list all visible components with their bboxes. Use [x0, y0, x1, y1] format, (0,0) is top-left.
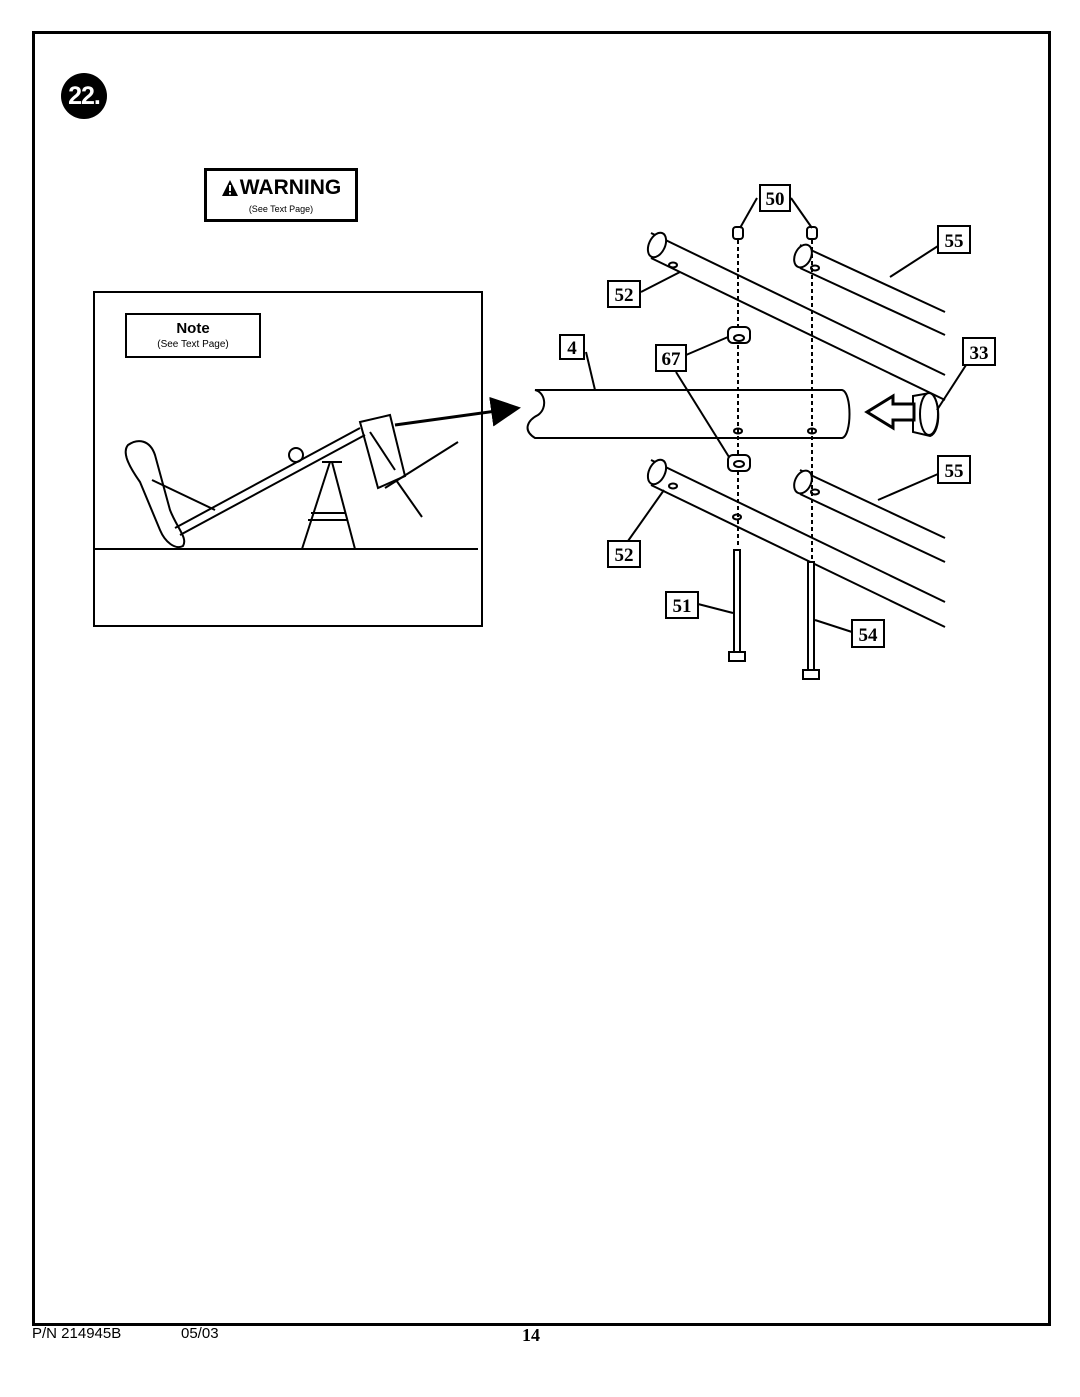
exploded-view — [526, 197, 969, 680]
warning-triangle-icon — [221, 180, 238, 196]
svg-text:52: 52 — [615, 545, 634, 566]
seat-right — [358, 413, 459, 518]
a-frame-stand — [301, 461, 356, 550]
seesaw-beam — [174, 427, 366, 536]
svg-text:52: 52 — [615, 285, 634, 306]
warning-label: WARNING (See Text Page) — [204, 168, 358, 222]
note-label: Note (See Text Page) — [125, 313, 261, 358]
step-number-badge: 22. — [61, 73, 107, 119]
callout-50: 50 — [759, 184, 791, 212]
lock-nut-right — [806, 226, 818, 240]
callout-4: 4 — [559, 334, 585, 360]
footer-date: 05/03 — [181, 1325, 219, 1342]
note-title: Note — [176, 320, 210, 337]
svg-text:67: 67 — [662, 349, 682, 370]
seesaw-scene — [95, 396, 521, 550]
tube-4 — [526, 389, 851, 439]
callout-52-top: 52 — [607, 280, 641, 308]
callout-54: 54 — [851, 619, 885, 648]
spacer-67-top — [727, 326, 751, 344]
svg-text:55: 55 — [945, 461, 964, 482]
tube-52-bottom — [646, 458, 946, 628]
svg-text:51: 51 — [673, 596, 692, 617]
callout-33: 33 — [962, 337, 996, 366]
warning-title: WARNING — [239, 176, 342, 199]
spacer-67-bottom — [727, 454, 751, 472]
page-frame — [32, 31, 1051, 1326]
warning-subtitle: (See Text Page) — [248, 204, 314, 214]
pivot-ring — [288, 447, 304, 463]
svg-text:4: 4 — [567, 338, 577, 359]
tube-52-top — [646, 231, 946, 401]
tube-55-top — [793, 243, 946, 336]
end-cap-33 — [912, 391, 940, 438]
lock-nut-left — [732, 226, 744, 240]
callout-52-bottom: 52 — [607, 540, 641, 568]
footer-part-number: P/N 214945B — [32, 1325, 122, 1342]
callout-55-top: 55 — [937, 225, 971, 254]
detail-arrow — [394, 396, 521, 427]
bolt-54 — [802, 561, 820, 680]
footer-page-number: 14 — [522, 1325, 540, 1345]
leader-lines — [585, 197, 969, 633]
callout-51: 51 — [665, 591, 699, 619]
seat-left — [124, 440, 216, 548]
svg-text:54: 54 — [859, 625, 879, 646]
callout-67: 67 — [655, 344, 687, 372]
svg-text:55: 55 — [945, 231, 964, 252]
callout-55-bottom: 55 — [937, 455, 971, 484]
svg-text:33: 33 — [970, 343, 989, 364]
inset-illustration: Note (See Text Page) — [93, 291, 483, 627]
svg-text:50: 50 — [766, 189, 785, 210]
insert-arrow — [864, 393, 916, 431]
note-subtitle: (See Text Page) — [157, 339, 229, 350]
bolt-51 — [728, 549, 746, 662]
tube-55-bottom — [793, 469, 946, 563]
